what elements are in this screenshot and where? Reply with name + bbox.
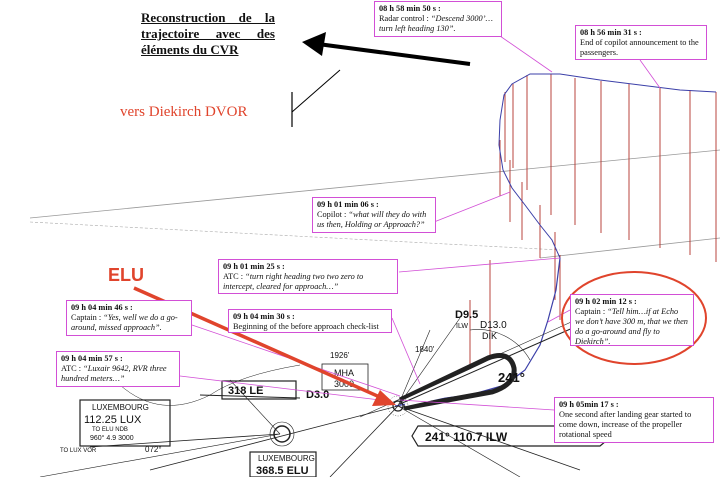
event-callout-e6: 09 h 04 min 46 s : Captain : “Yes, well …: [66, 300, 192, 336]
direction-arrow: [317, 42, 471, 66]
radial: [397, 405, 581, 471]
radial: [397, 317, 461, 407]
elu-label: ELU: [108, 265, 144, 285]
event-quote: “turn right heading two two zero to inte…: [223, 272, 364, 291]
to-lux-label: TO LUX VOR: [60, 448, 97, 454]
mha-alt: 3000: [334, 379, 354, 389]
event-callout-e3: 09 h 01 min 06 s : Copilot : “what will …: [312, 197, 436, 233]
event-callout-e7: 09 h 04 min 30 s : Beginning of the befo…: [228, 309, 392, 333]
event-time: 09 h 02 min 12 s :: [575, 297, 637, 306]
gs-label: 241°: [498, 370, 525, 385]
vor-rose-outer: [269, 421, 295, 447]
leader-e9: [399, 399, 555, 411]
terrain-line: [539, 237, 720, 259]
holding-pattern-inner: [403, 358, 511, 407]
leader-e7: [391, 317, 421, 385]
elu-freq: 368.5 ELU: [256, 465, 309, 477]
radial: [39, 433, 281, 477]
d95-label: D9.5: [455, 309, 478, 321]
d3-label: D3.0: [306, 389, 329, 401]
alt2-label: 1840': [415, 345, 435, 354]
event-quote: Beginning of the before approach check-l…: [233, 322, 379, 331]
chart-labels: LUXEMBOURG 112.25 LUX TO ELU NDB 960° 4.…: [60, 309, 525, 477]
event-speaker: ATC :: [223, 272, 244, 281]
dme-arc: [469, 329, 531, 361]
highlight-ellipse: [561, 271, 707, 365]
d13-label: D13.0: [480, 320, 507, 331]
event-time: 09 h 04 min 30 s :: [233, 312, 295, 321]
event-time: 08 h 58 min 50 s :: [379, 4, 441, 13]
event-callout-e8: 09 h 04 min 57 s : ATC : “Luxair 9642, R…: [56, 351, 180, 387]
lux-freq: 112.25 LUX: [84, 414, 142, 426]
dik-label: DIK: [482, 331, 497, 341]
leader-e3: [433, 191, 511, 223]
event-time: 09 h 01 min 25 s :: [223, 262, 285, 271]
elu-arrow-head: [372, 390, 396, 406]
event-quote: “Tell him…if at Echo we don’t have 300 m…: [575, 307, 688, 346]
ndb-label: 318 LE: [228, 385, 263, 397]
to-elu-label: TO ELU NDB: [92, 427, 128, 433]
event-time: 09 h 01 min 06 s :: [317, 200, 379, 209]
event-speaker: Captain :: [71, 313, 102, 322]
event-quote: “Yes, well we do a go-around, missed app…: [71, 313, 178, 332]
event-quote: One second after landing gear started to…: [559, 410, 692, 439]
flight-track-upper: [498, 73, 717, 259]
ndb-mark-outer: [387, 395, 409, 417]
event-quote: “Luxair 9642, RVR three hundred meters…”: [61, 364, 167, 383]
leader-e5: [547, 309, 571, 323]
lux-box-title: LUXEMBOURG: [92, 403, 149, 412]
final-course: [399, 315, 601, 405]
radial: [329, 405, 399, 477]
event-callout-e1: 08 h 58 min 50 s : Radar control : “Desc…: [374, 1, 502, 37]
mha-label: MHA: [334, 368, 354, 378]
event-speaker: ATC :: [61, 364, 82, 373]
event-quote: End of copilot announcement to the passe…: [580, 38, 699, 57]
event-callout-e4: 09 h 01 min 25 s : ATC : “turn right hea…: [218, 259, 398, 294]
radial: [397, 329, 431, 407]
elu-box: [249, 451, 317, 477]
ils-label: 241° 110.7 ILW: [425, 430, 508, 444]
radial: [89, 433, 281, 448]
altitude-drop-lines: [469, 74, 717, 370]
event-speaker: Copilot :: [317, 210, 347, 219]
event-callout-e5: 09 h 02 min 12 s : Captain : “Tell him…i…: [570, 294, 694, 346]
event-callout-e9: 09 h 05min 17 s : One second after landi…: [554, 397, 714, 443]
terrain-line: [29, 149, 720, 219]
callout-leaders: [179, 35, 661, 411]
terrain-line: [29, 221, 561, 251]
ilw-small-label: ILW: [456, 323, 468, 330]
mha-box: [321, 363, 369, 391]
ndb-mark: [392, 400, 404, 412]
diekirch-label: vers Diekirch DVOR: [120, 104, 248, 120]
leader-e4: [398, 257, 561, 273]
radial: [397, 405, 521, 477]
leader-e1: [499, 35, 553, 73]
direction-arrow-head: [302, 32, 326, 56]
leader-e2: [639, 59, 661, 89]
radial: [199, 394, 301, 399]
elu-box-title: LUXEMBOURG: [258, 454, 315, 463]
leader-e8: [179, 375, 381, 401]
alt1-label: 1926': [330, 351, 350, 360]
event-callout-e2: 08 h 56 min 31 s : End of copilot announ…: [575, 25, 707, 60]
direction-leader: [291, 69, 341, 113]
event-time: 09 h 05min 17 s :: [559, 400, 619, 409]
radial: [149, 405, 399, 471]
event-quote: “Descend 3000’… turn left heading 130”.: [379, 14, 493, 33]
event-speaker: Radar control :: [379, 14, 429, 23]
vor-rose: [273, 425, 291, 443]
lux-box: [79, 399, 171, 447]
page-title: Reconstruction de la trajectoire avec de…: [141, 10, 275, 57]
event-quote: “what will they do with us then, Holding…: [317, 210, 427, 229]
event-time: 09 h 04 min 46 s :: [71, 303, 133, 312]
event-time: 09 h 04 min 57 s :: [61, 354, 123, 363]
radial: [229, 379, 281, 435]
event-speaker: Captain :: [575, 307, 606, 316]
event-time: 08 h 56 min 31 s :: [580, 28, 642, 37]
hdg-label: 072°: [145, 445, 162, 454]
lux-dist: 960° 4.9 3000: [90, 434, 134, 442]
